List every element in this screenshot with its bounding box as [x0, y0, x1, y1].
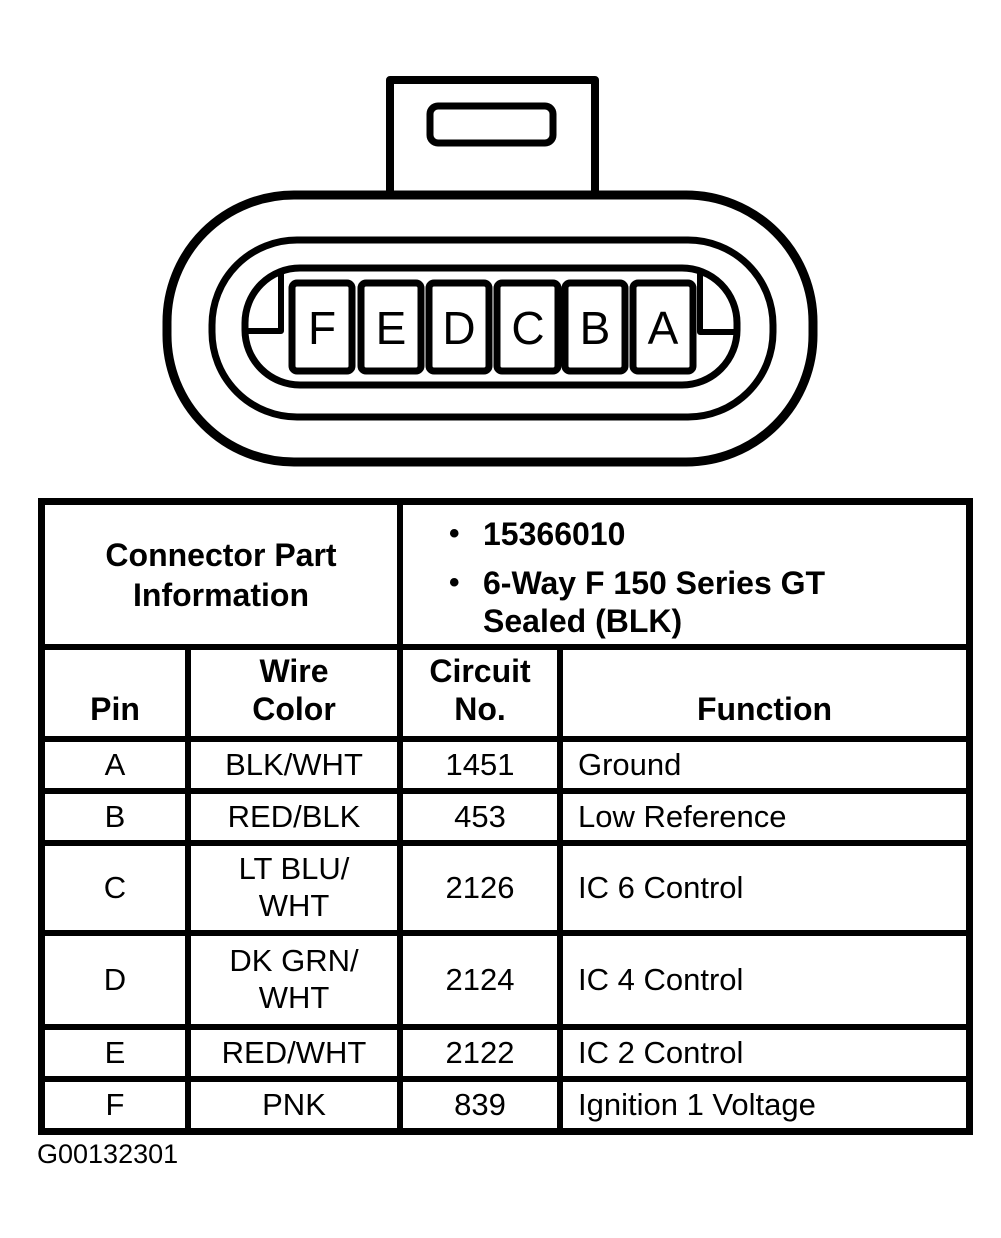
table-row-pin-c: C LT BLU/ WHT 2126 IC 6 Control — [45, 840, 966, 930]
pin-label-a: A — [648, 302, 679, 354]
pin-cell: D — [103, 961, 127, 997]
wire-color-cell: RED/BLK — [185, 794, 397, 840]
circuit-no-cell: 2124 — [397, 936, 557, 1024]
keyway-notch-left — [246, 271, 284, 334]
pin-label-d: D — [442, 302, 475, 354]
column-header-pin: Pin — [90, 690, 140, 727]
function-cell: IC 6 Control — [557, 846, 966, 930]
table-row-pin-f: F PNK 839 Ignition 1 Voltage — [45, 1076, 966, 1128]
connector-series-item: • 6-Way F 150 Series GT Sealed (BLK) — [449, 565, 960, 640]
circuit-no-cell: 839 — [397, 1082, 557, 1128]
part-info-row: Connector Part Information • 15366010 • … — [45, 505, 966, 644]
pin-cell: C — [103, 869, 127, 905]
circuit-no-cell: 2122 — [397, 1030, 557, 1076]
pin-cell: F — [105, 1086, 125, 1122]
pin-label-f: F — [308, 302, 336, 354]
function-cell: IC 2 Control — [557, 1030, 966, 1076]
pin-label-e: E — [376, 302, 407, 354]
function-cell: Ignition 1 Voltage — [557, 1082, 966, 1128]
function-cell: IC 4 Control — [557, 936, 966, 1024]
pin-cell: B — [104, 798, 126, 834]
pin-cavity-e — [357, 279, 425, 375]
pin-cavity-c — [493, 279, 562, 375]
pin-cavity-a — [629, 279, 697, 375]
pin-label-c: C — [511, 302, 544, 354]
lock-tab-slot — [426, 102, 557, 147]
circuit-no-cell: 2126 — [397, 846, 557, 930]
column-header-circuit-no: Circuit No. — [397, 650, 557, 736]
column-header-wire-color: Wire Color — [185, 650, 397, 736]
figure-reference-label: G00132301 — [37, 1139, 179, 1169]
pin-cell: A — [104, 746, 126, 782]
table-row-pin-b: B RED/BLK 453 Low Reference — [45, 788, 966, 840]
bullet-icon: • — [449, 517, 460, 550]
pin-cavity-f — [288, 279, 356, 375]
circuit-no-cell: 453 — [397, 794, 557, 840]
part-info-heading: Connector Part Information — [105, 536, 337, 613]
part-number-item: • 15366010 — [449, 516, 960, 553]
pin-label-b: B — [580, 302, 611, 354]
column-header-function: Function — [557, 650, 966, 736]
wire-color-cell: DK GRN/ WHT — [185, 936, 397, 1024]
table-row-pin-d: D DK GRN/ WHT 2124 IC 4 Control — [45, 930, 966, 1024]
part-number-text: 15366010 — [483, 516, 626, 552]
connector-pinout-table: Connector Part Information • 15366010 • … — [38, 498, 973, 1135]
pin-cell: E — [104, 1034, 126, 1070]
table-row-pin-a: A BLK/WHT 1451 Ground — [45, 736, 966, 788]
wire-color-cell: BLK/WHT — [185, 742, 397, 788]
wire-color-cell: RED/WHT — [185, 1030, 397, 1076]
table-row-pin-e: E RED/WHT 2122 IC 2 Control — [45, 1024, 966, 1076]
connector-face-diagram: F E D C B A — [162, 76, 818, 467]
wire-color-cell: LT BLU/ WHT — [185, 846, 397, 930]
bullet-icon: • — [449, 566, 460, 600]
part-info-details: • 15366010 • 6-Way F 150 Series GT Seale… — [397, 505, 966, 644]
circuit-no-cell: 1451 — [397, 742, 557, 788]
function-cell: Ground — [557, 742, 966, 788]
function-cell: Low Reference — [557, 794, 966, 840]
connector-series-text: 6-Way F 150 Series GT Sealed (BLK) — [483, 565, 826, 639]
column-header-row: Pin Wire Color Circuit No. Function — [45, 644, 966, 736]
wire-color-cell: PNK — [185, 1082, 397, 1128]
pin-cavity-d — [425, 279, 493, 375]
keyway-notch-right — [697, 271, 736, 335]
pin-cavity-b — [561, 279, 629, 375]
